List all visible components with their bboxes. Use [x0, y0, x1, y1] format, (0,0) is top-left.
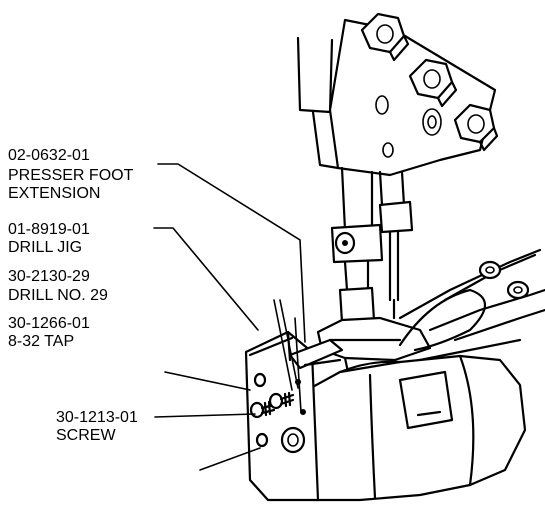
hex-nut-icon: [360, 12, 410, 62]
part-name-label: 8-32 TAP: [8, 333, 74, 350]
part-name-label: SCREW: [56, 427, 116, 444]
part-name-label: DRILL JIG: [8, 239, 82, 256]
needle-bar: [378, 170, 414, 320]
leader-lines: [153, 163, 306, 471]
screw-icon: [268, 391, 295, 410]
part-number-label: 02-0632-01: [8, 147, 90, 164]
machine-head-plate: [296, 18, 497, 177]
folder-guide: [398, 248, 545, 362]
part-name-label: EXTENSION: [8, 185, 100, 202]
callout-presser-foot-extension: 02-0632-01 PRESSER FOOT EXTENSION: [8, 147, 134, 202]
callout-tap: 30-1266-01 8-32 TAP: [8, 315, 90, 350]
callout-drill-jig: 01-8919-01 DRILL JIG: [8, 221, 90, 256]
part-number-label: 30-2130-29: [8, 268, 90, 285]
cylinder-bed: [296, 354, 527, 502]
part-name-label: DRILL NO. 29: [8, 287, 108, 304]
drill-jig-icon: [244, 330, 344, 502]
callout-drill: 30-2130-29 DRILL NO. 29: [8, 268, 108, 304]
hex-nut-icon: [408, 58, 458, 108]
part-number-label: 30-1213-01: [56, 409, 138, 426]
presser-foot-icon: [316, 286, 432, 374]
callout-screw: 30-1213-01 SCREW: [56, 409, 138, 444]
part-name-label: PRESSER FOOT: [8, 167, 134, 184]
hex-nut-icon: [453, 103, 499, 152]
drill-and-tap: [273, 299, 302, 413]
presser-bar: [330, 166, 384, 292]
part-number-label: 30-1266-01: [8, 315, 90, 332]
part-number-label: 01-8919-01: [8, 221, 90, 238]
